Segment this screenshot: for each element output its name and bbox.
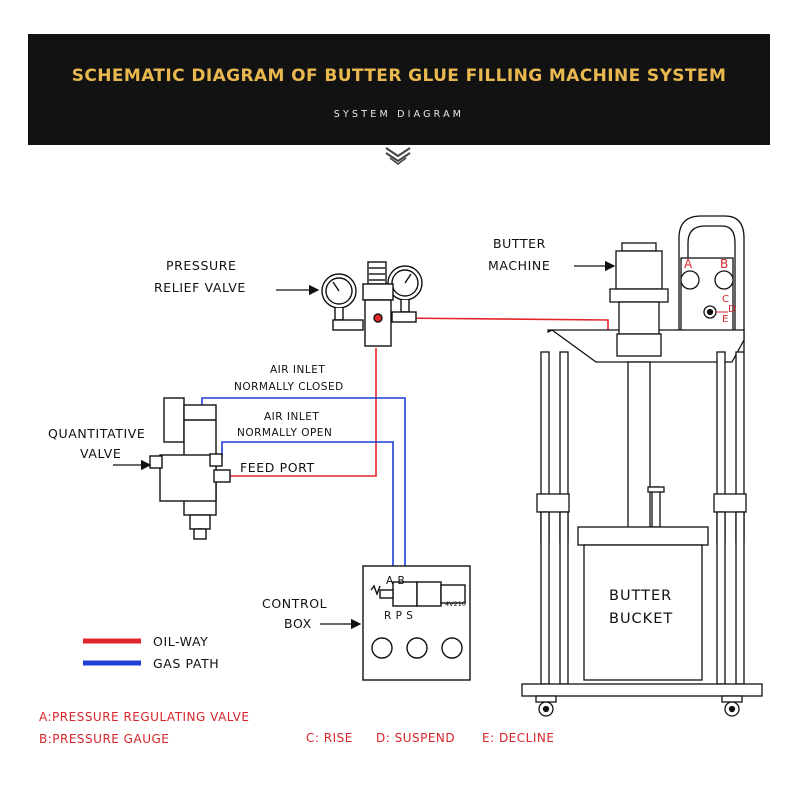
panel-label-d: D (728, 304, 736, 315)
legend-gas-label: GAS PATH (153, 656, 219, 671)
pressure-relief-valve (321, 261, 423, 347)
solenoid-ports-bottom: R P S (384, 610, 413, 622)
butter-bucket-label-line2: BUCKET (609, 611, 673, 627)
air-inlet-open-line2: NORMALLY OPEN (237, 427, 332, 439)
gas-pipes (201, 397, 406, 586)
control-box (362, 565, 471, 681)
air-inlet-open-line1: AIR INLET (264, 411, 319, 423)
quantitative-valve-label-line2: VALVE (80, 446, 121, 461)
chevron-down-icon (385, 147, 411, 165)
butter-bucket-label-line1: BUTTER (609, 588, 672, 604)
control-box-label-line2: BOX (284, 616, 312, 631)
feed-port-label: FEED PORT (240, 460, 315, 475)
footnote-b: B:PRESSURE GAUGE (39, 732, 169, 746)
panel-label-c: C (722, 294, 729, 305)
butter-machine-label-line1: BUTTER (493, 236, 546, 251)
solenoid-model: 4V210 (445, 600, 466, 608)
butter-machine-label-line2: MACHINE (488, 258, 550, 273)
quantitative-valve (149, 397, 231, 540)
page-title: SCHEMATIC DIAGRAM OF BUTTER GLUE FILLING… (71, 66, 727, 86)
footnote-c: C: RISE (306, 731, 353, 745)
panel-label-a: A (684, 257, 693, 271)
quantitative-valve-label-line1: QUANTITATIVE (48, 426, 145, 441)
pressure-relief-label-line1: PRESSURE (166, 258, 237, 273)
control-box-label-line1: CONTROL (262, 596, 327, 611)
page-subtitle: SYSTEM DIAGRAM (333, 109, 465, 120)
butter-machine-frame (521, 215, 763, 717)
solenoid-ports-top: A B (386, 575, 405, 587)
air-inlet-closed-line1: AIR INLET (270, 364, 325, 376)
footnote-e: E: DECLINE (482, 731, 554, 745)
air-inlet-closed-line2: NORMALLY CLOSED (234, 381, 344, 393)
header-banner: SCHEMATIC DIAGRAM OF BUTTER GLUE FILLING… (28, 34, 770, 145)
legend-oil-label: OIL-WAY (153, 634, 208, 649)
footnote-a: A:PRESSURE REGULATING VALVE (39, 710, 249, 724)
panel-label-e: E (722, 314, 728, 325)
panel-label-b: B (720, 257, 729, 271)
footnote-d: D: SUSPEND (376, 731, 455, 745)
pressure-relief-label-line2: RELIEF VALVE (154, 280, 246, 295)
